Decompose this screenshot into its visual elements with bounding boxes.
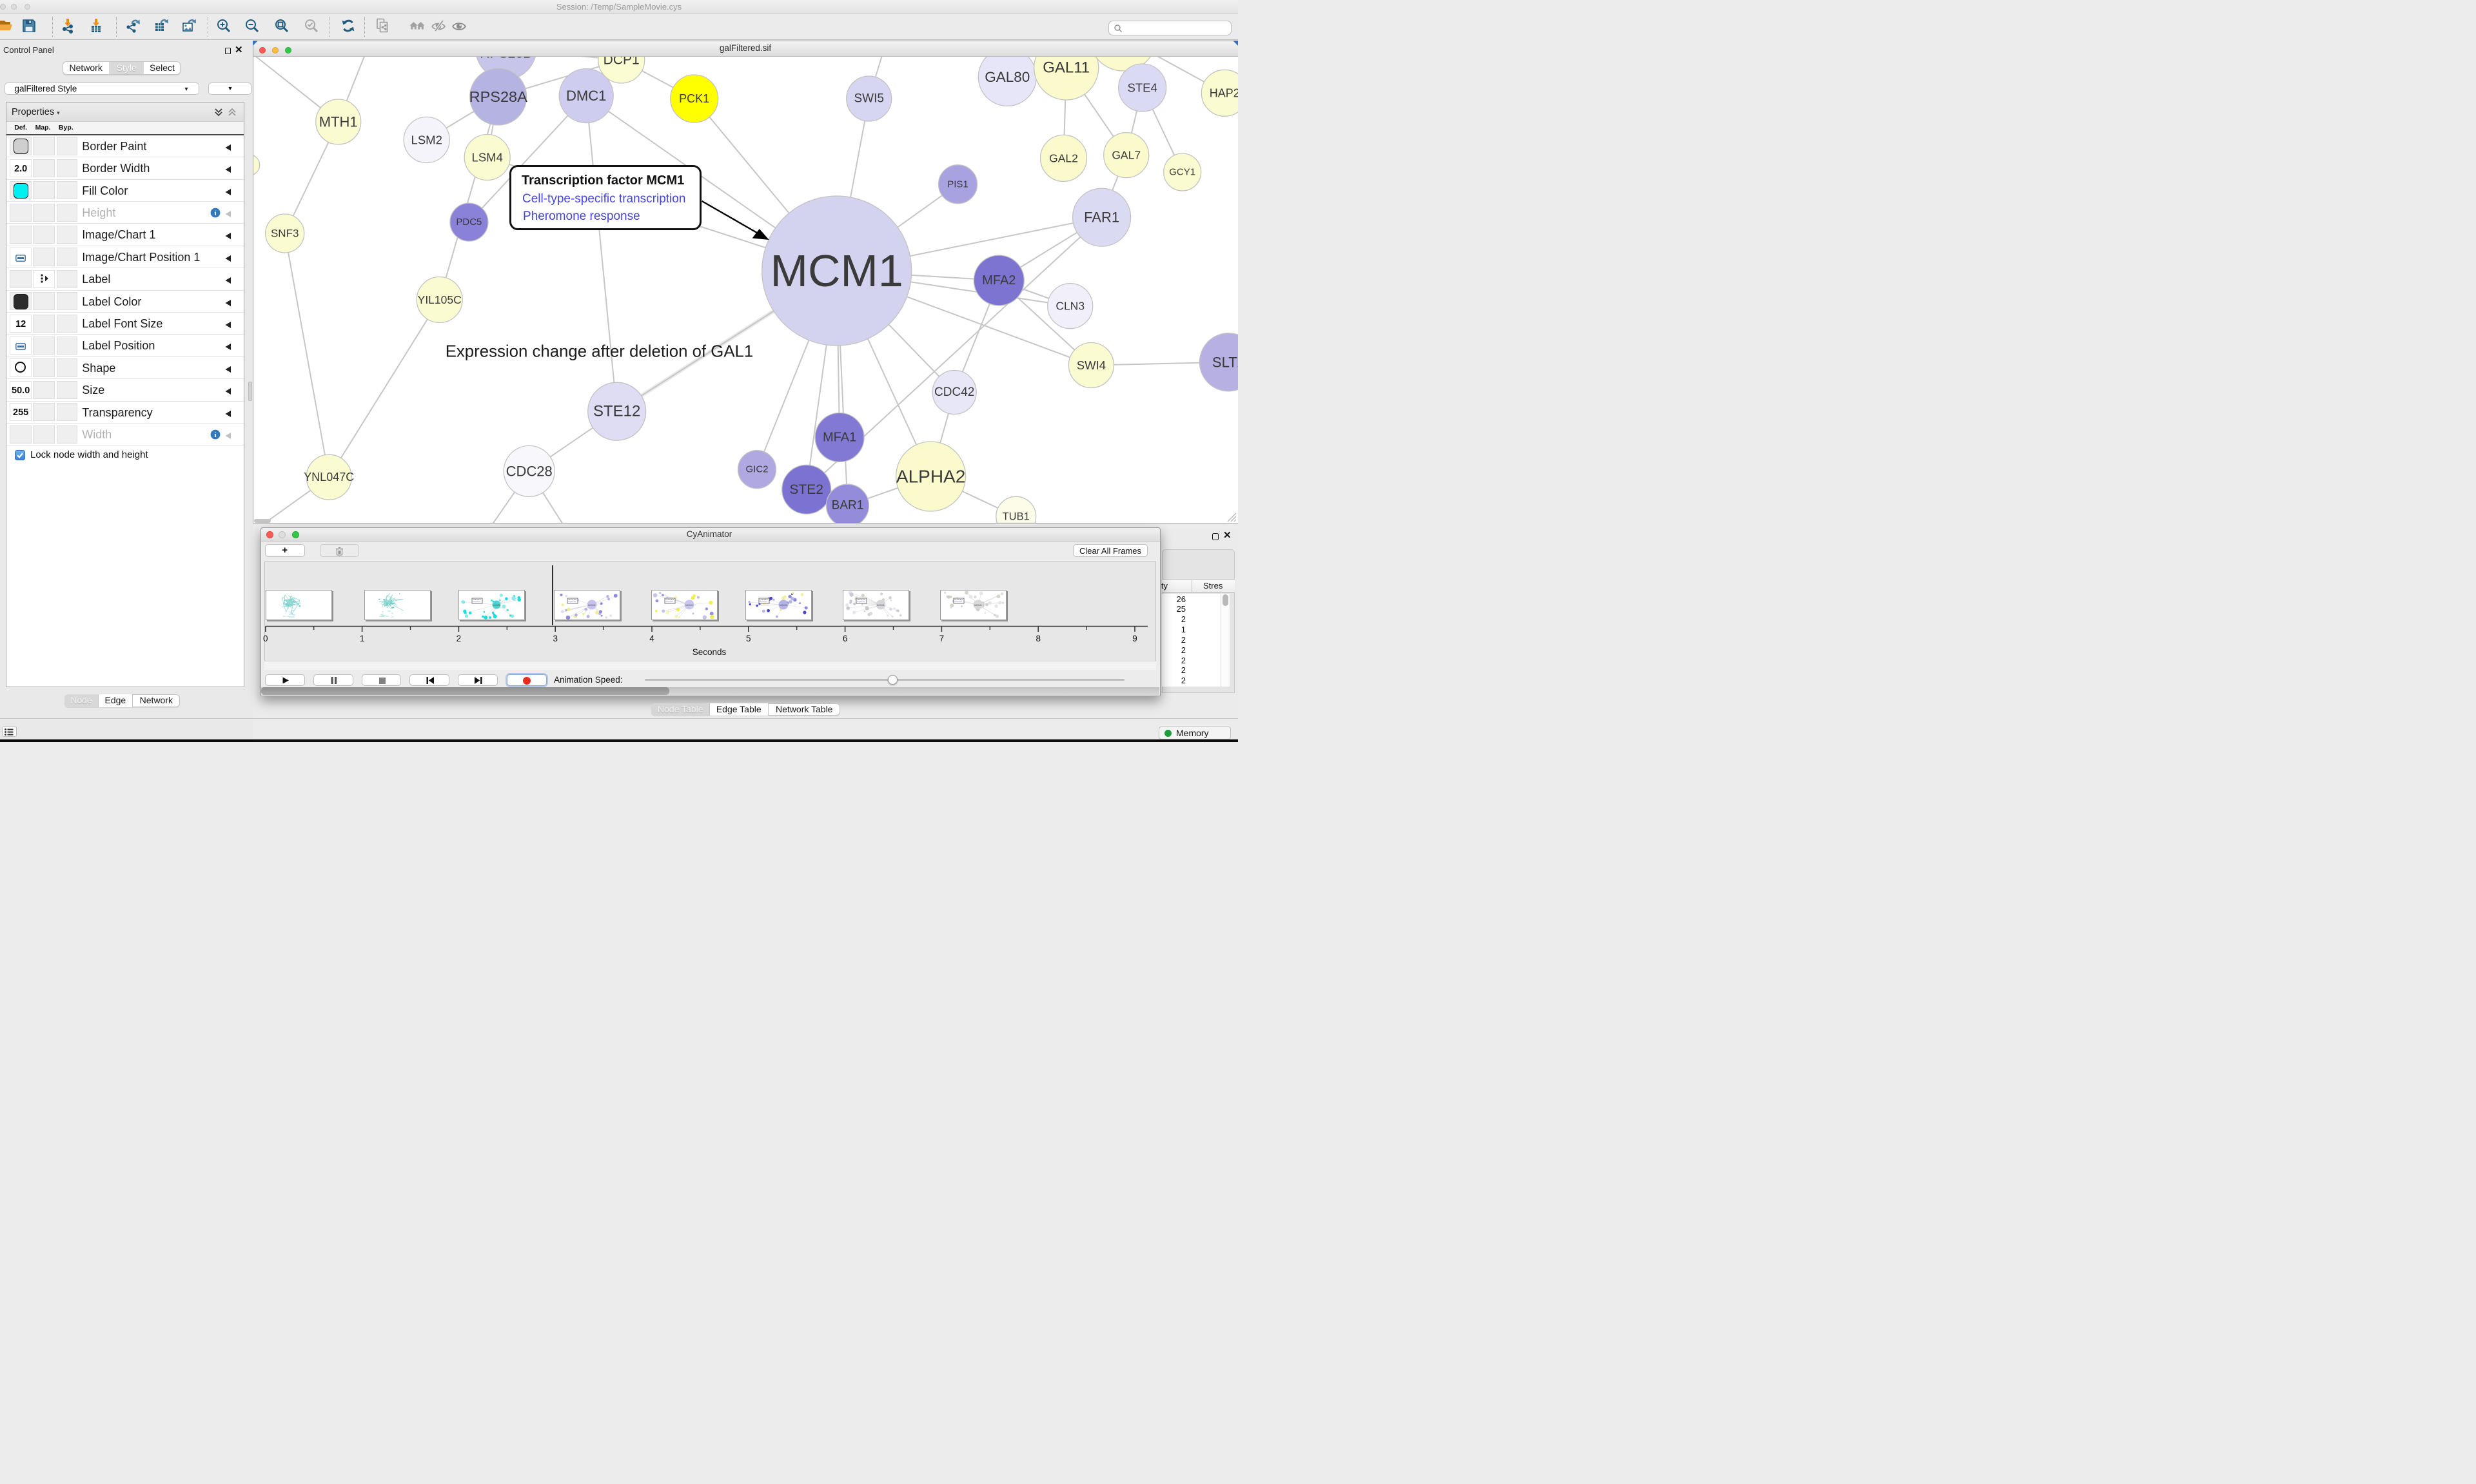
svg-text:SWI5: SWI5 xyxy=(854,92,884,106)
svg-text:HAP2: HAP2 xyxy=(1210,86,1238,99)
svg-text:GIC2: GIC2 xyxy=(746,464,769,475)
svg-text:4: 4 xyxy=(649,634,654,643)
svg-text:YNL047C: YNL047C xyxy=(304,471,354,483)
svg-text:MCM1: MCM1 xyxy=(877,603,885,607)
svg-text:2: 2 xyxy=(457,634,462,643)
svg-text:MCM1: MCM1 xyxy=(588,603,596,607)
svg-text:SNF3: SNF3 xyxy=(271,228,299,240)
svg-text:Expression change after deleti: Expression change after deletion of GAL1 xyxy=(446,343,754,361)
svg-text:ALPHA2: ALPHA2 xyxy=(896,467,965,487)
svg-text:i: i xyxy=(214,210,216,217)
svg-text:STE4: STE4 xyxy=(1128,81,1157,95)
svg-text:STE12: STE12 xyxy=(593,403,640,420)
svg-text:MCM1: MCM1 xyxy=(771,246,903,296)
svg-text:MFA2: MFA2 xyxy=(982,273,1016,288)
svg-text:i: i xyxy=(214,431,216,439)
svg-text:3: 3 xyxy=(553,634,558,643)
svg-text:TUB1: TUB1 xyxy=(1003,511,1030,522)
svg-text:GAL11: GAL11 xyxy=(1043,59,1090,77)
svg-text:MCM1: MCM1 xyxy=(974,603,983,607)
svg-text:PIS1: PIS1 xyxy=(948,179,969,190)
svg-text:9: 9 xyxy=(1132,634,1137,643)
svg-text:SLT2: SLT2 xyxy=(1212,354,1238,370)
svg-text:RPS28A: RPS28A xyxy=(469,88,527,105)
svg-text:DCP1: DCP1 xyxy=(604,57,640,68)
svg-text:LSM4: LSM4 xyxy=(472,151,503,164)
svg-text:7: 7 xyxy=(939,634,945,643)
svg-text:1: 1 xyxy=(360,634,365,643)
svg-text:CDC28: CDC28 xyxy=(506,463,553,479)
svg-text:LSM2: LSM2 xyxy=(411,133,442,147)
svg-text:STE2: STE2 xyxy=(790,482,824,497)
svg-text:SWI4: SWI4 xyxy=(1077,358,1106,372)
svg-text:CDC42: CDC42 xyxy=(934,386,974,399)
svg-text:6: 6 xyxy=(843,634,848,643)
svg-text:PCK1: PCK1 xyxy=(679,92,709,105)
svg-text:MCM1: MCM1 xyxy=(685,603,694,607)
svg-text:PDC5: PDC5 xyxy=(457,217,482,228)
svg-text:CLN3: CLN3 xyxy=(1056,300,1085,313)
svg-text:YIL105C: YIL105C xyxy=(418,293,462,306)
svg-text:DMC1: DMC1 xyxy=(566,88,606,104)
svg-text:0: 0 xyxy=(263,634,268,643)
svg-text:RPS26B: RPS26B xyxy=(480,57,533,61)
svg-text:GCY1: GCY1 xyxy=(1170,167,1196,178)
svg-text:BAR1: BAR1 xyxy=(832,499,864,513)
svg-text:MTH1: MTH1 xyxy=(319,114,358,130)
svg-text:MCM1: MCM1 xyxy=(493,603,501,607)
svg-text:GAL80: GAL80 xyxy=(985,69,1030,85)
svg-text:GAL7: GAL7 xyxy=(1112,149,1141,162)
svg-text:5: 5 xyxy=(746,634,751,643)
svg-text:GAL2: GAL2 xyxy=(1049,151,1078,164)
svg-text:MFA1: MFA1 xyxy=(823,431,856,445)
svg-text:FAR1: FAR1 xyxy=(1084,210,1119,226)
svg-text:8: 8 xyxy=(1036,634,1041,643)
svg-text:MCM1: MCM1 xyxy=(780,603,788,607)
